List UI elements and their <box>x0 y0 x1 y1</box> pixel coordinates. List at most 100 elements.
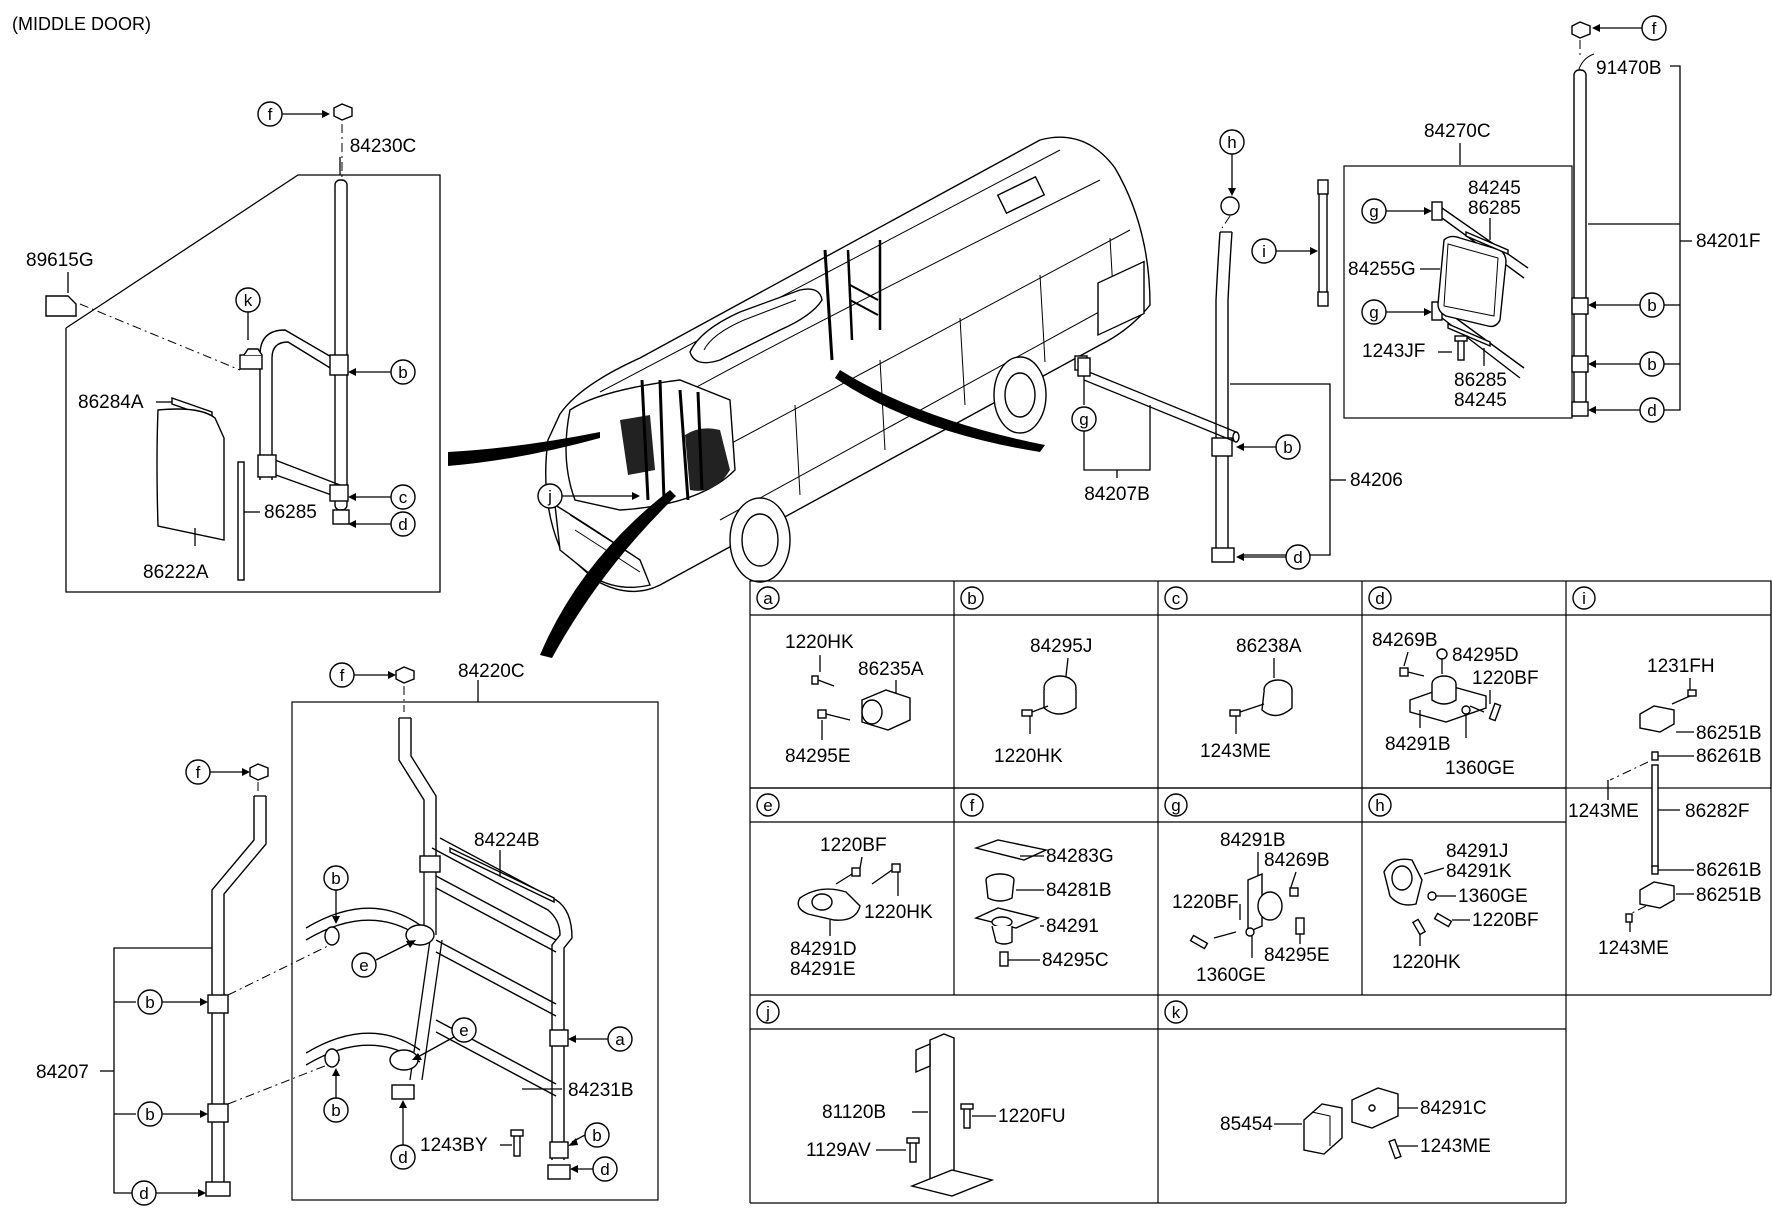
vertical-rail-84230C <box>334 179 348 511</box>
svg-text:c: c <box>399 488 408 507</box>
svg-text:h: h <box>1375 796 1384 815</box>
svg-text:84283G: 84283G <box>1046 846 1114 867</box>
cell-b: 84295J 1220HK <box>994 636 1092 767</box>
cell-key-a <box>756 586 780 610</box>
svg-text:d: d <box>139 1184 148 1203</box>
svg-text:b: b <box>592 1126 601 1145</box>
svg-text:1360GE: 1360GE <box>1445 758 1515 779</box>
svg-text:1220BF: 1220BF <box>820 835 887 856</box>
svg-text:j: j <box>547 487 552 506</box>
svg-text:84291E: 84291E <box>790 959 856 980</box>
svg-text:b: b <box>145 993 154 1012</box>
svg-text:b: b <box>331 869 340 888</box>
vertical-rail-84201F <box>1573 69 1587 406</box>
callout-e <box>351 952 377 978</box>
svg-text:b: b <box>1647 296 1656 315</box>
cell-key-i <box>1572 586 1596 610</box>
svg-text:84281B: 84281B <box>1046 880 1112 901</box>
svg-text:1220HK: 1220HK <box>994 746 1063 767</box>
middle-right-rail: h g 84207B 84206 b d <box>1071 129 1403 570</box>
upper-left-panel: 84230C f k b c <box>26 101 441 593</box>
svg-text:h: h <box>1227 133 1236 152</box>
callout-e <box>451 1017 477 1043</box>
svg-text:c: c <box>1172 589 1181 608</box>
svg-text:86235A: 86235A <box>858 659 924 680</box>
cell-key-h <box>1368 793 1392 817</box>
label-84207: 84207 <box>36 1062 89 1083</box>
svg-text:84295C: 84295C <box>1042 950 1109 971</box>
svg-text:86251B: 86251B <box>1696 723 1762 744</box>
cell-key-d <box>1368 586 1392 610</box>
label-84255G: 84255G <box>1348 259 1416 280</box>
svg-text:f: f <box>970 796 975 815</box>
svg-text:g: g <box>1369 303 1378 322</box>
svg-text:86261B: 86261B <box>1696 746 1762 767</box>
svg-text:d: d <box>1375 589 1384 608</box>
svg-text:a: a <box>763 589 773 608</box>
diagram-title: (MIDDLE DOOR) <box>12 14 151 34</box>
cell-key-c <box>1164 586 1188 610</box>
label-84245: 84245 <box>1454 390 1507 411</box>
bus-illustration: j <box>448 136 1151 658</box>
cell-d: 84269B 84295D 1220BF 84291B 1360GE <box>1372 630 1539 779</box>
label-91470B: 91470B <box>1596 58 1662 79</box>
svg-text:86238A: 86238A <box>1236 636 1302 657</box>
cell-key-k <box>1164 1000 1188 1024</box>
svg-text:1129AV: 1129AV <box>806 1140 871 1161</box>
svg-text:k: k <box>244 291 253 310</box>
svg-text:84269B: 84269B <box>1264 850 1330 871</box>
svg-text:i: i <box>1262 242 1266 261</box>
svg-text:b: b <box>1283 438 1292 457</box>
label-84245: 84245 <box>1468 178 1521 199</box>
far-right-rail: f 91470B 84201F b b d <box>1571 15 1760 423</box>
svg-text:f: f <box>1652 19 1657 38</box>
svg-text:1220HK: 1220HK <box>1392 952 1461 973</box>
grab-cover-icon <box>45 295 77 317</box>
svg-text:1360GE: 1360GE <box>1458 886 1528 907</box>
svg-text:b: b <box>967 589 976 608</box>
label-84206: 84206 <box>1350 470 1403 491</box>
svg-text:1243ME: 1243ME <box>1200 741 1271 762</box>
svg-text:1220BF: 1220BF <box>1472 668 1539 689</box>
glass-84255G <box>1437 235 1507 328</box>
cell-i: 1231FH 86251B 86261B 1243ME 86282F 86261… <box>1568 656 1762 959</box>
svg-text:84295D: 84295D <box>1452 645 1519 666</box>
svg-text:86282F: 86282F <box>1685 801 1749 822</box>
svg-text:f: f <box>196 763 201 782</box>
svg-text:86251B: 86251B <box>1696 885 1762 906</box>
label-1243JF: 1243JF <box>1362 341 1425 362</box>
svg-text:1220HK: 1220HK <box>785 632 854 653</box>
label-1243BY: 1243BY <box>420 1135 488 1156</box>
svg-text:d: d <box>1647 401 1656 420</box>
svg-text:84295E: 84295E <box>1264 945 1330 966</box>
svg-text:84291D: 84291D <box>790 939 857 960</box>
svg-text:b: b <box>145 1105 154 1124</box>
cell-key-f <box>960 793 984 817</box>
svg-text:b: b <box>398 363 407 382</box>
svg-text:84291B: 84291B <box>1220 830 1286 851</box>
svg-text:84291K: 84291K <box>1446 861 1512 882</box>
cell-key-j <box>756 1000 780 1024</box>
svg-text:1220BF: 1220BF <box>1172 892 1239 913</box>
svg-text:86261B: 86261B <box>1696 860 1762 881</box>
svg-text:b: b <box>331 1101 340 1120</box>
rail-cap-icon <box>333 103 353 121</box>
svg-text:k: k <box>1172 1003 1181 1022</box>
label-84207B: 84207B <box>1084 484 1150 505</box>
svg-text:e: e <box>359 956 368 975</box>
svg-text:84291C: 84291C <box>1420 1098 1487 1119</box>
svg-text:d: d <box>398 1148 407 1167</box>
rail-cap-icon <box>1571 21 1591 39</box>
svg-text:b: b <box>1647 355 1656 374</box>
svg-text:84291B: 84291B <box>1385 734 1451 755</box>
svg-text:1243ME: 1243ME <box>1420 1136 1491 1157</box>
label-84270C: 84270C <box>1424 121 1491 142</box>
label-84201F: 84201F <box>1696 231 1760 252</box>
svg-text:85454: 85454 <box>1220 1114 1273 1135</box>
svg-text:e: e <box>459 1021 468 1040</box>
label-86285: 86285 <box>1468 198 1521 219</box>
svg-text:84291J: 84291J <box>1446 841 1508 862</box>
label-84220C: 84220C <box>458 661 525 682</box>
label-86284A: 86284A <box>78 392 144 413</box>
